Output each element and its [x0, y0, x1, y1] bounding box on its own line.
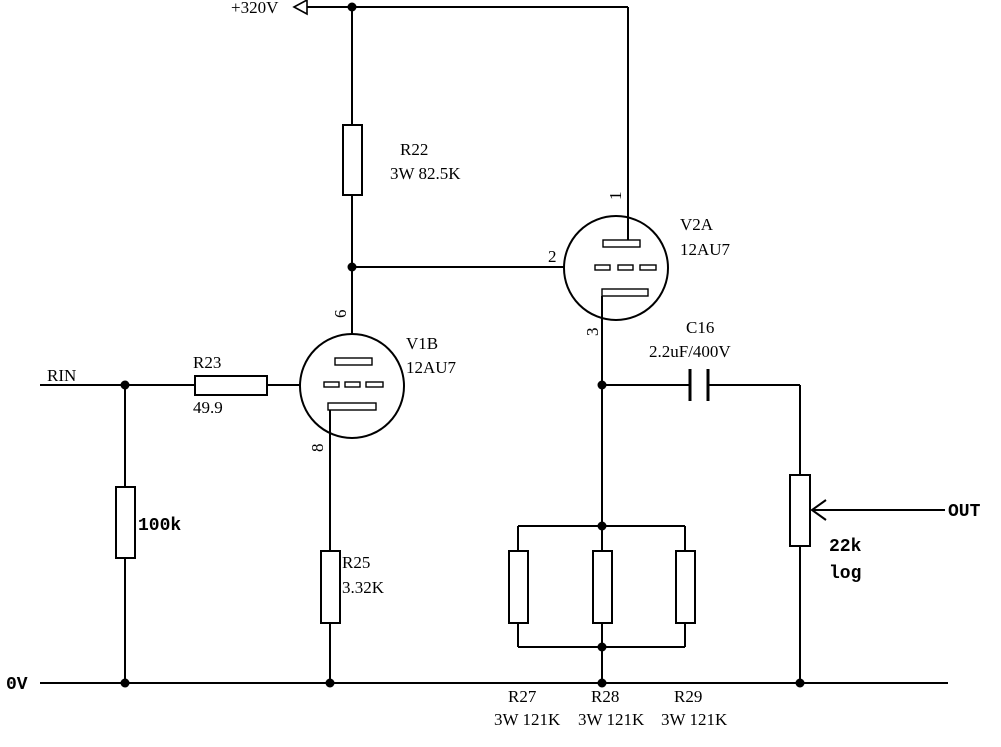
junction-dot [597, 380, 607, 390]
pot-value: 22k [829, 537, 862, 557]
pot-resistor [789, 474, 811, 547]
pot-taper: log [829, 564, 861, 584]
v1b-pin-cathode: 8 [308, 444, 327, 453]
junction-dot [120, 678, 130, 688]
wires [40, 6, 948, 684]
v1b-pin-plate: 6 [331, 310, 350, 319]
v2a-pin-plate: 1 [606, 192, 625, 201]
junction-dot [347, 262, 357, 272]
r29-ref: R29 [674, 687, 702, 706]
junction-dot [597, 678, 607, 688]
v1b-ref: V1B [406, 334, 438, 353]
ground-label: 0V [6, 675, 28, 695]
r23-ref: R23 [193, 353, 221, 372]
c16-value: 2.2uF/400V [649, 342, 731, 361]
r23-resistor [194, 375, 268, 396]
supply-label: +320V [231, 0, 279, 17]
junction-dot [347, 2, 357, 12]
r28-ref: R28 [591, 687, 619, 706]
r25-value: 3.32K [342, 578, 385, 597]
input-resistor-value: 100k [138, 516, 181, 536]
v2a-tube [563, 215, 669, 321]
v2a-ref: V2A [680, 215, 714, 234]
input-label: RIN [47, 366, 76, 385]
r22-ref: R22 [400, 140, 428, 159]
supply-arrow-icon [292, 0, 308, 16]
c16-ref: C16 [686, 318, 714, 337]
v2a-type: 12AU7 [680, 240, 731, 259]
r28-value: 3W 121K [578, 710, 645, 729]
junction-dot [597, 521, 607, 531]
r23-value: 49.9 [193, 398, 223, 417]
c16-capacitor [688, 369, 710, 401]
r27-value: 3W 121K [494, 710, 561, 729]
junction-dot [597, 642, 607, 652]
output-label: OUT [948, 502, 981, 522]
v2a-pin-grid: 2 [548, 247, 557, 266]
junction-dot [120, 380, 130, 390]
junction-dot [325, 678, 335, 688]
r22-value: 3W 82.5K [390, 164, 461, 183]
r28-resistor [592, 550, 613, 624]
r27-resistor [508, 550, 529, 624]
junction-dot [795, 678, 805, 688]
r25-ref: R25 [342, 553, 370, 572]
r27-ref: R27 [508, 687, 537, 706]
r25-resistor [320, 550, 341, 624]
input-resistor [115, 486, 136, 559]
r29-value: 3W 121K [661, 710, 728, 729]
v1b-tube [299, 333, 405, 439]
v1b-type: 12AU7 [406, 358, 457, 377]
r22-resistor [342, 124, 363, 196]
r29-resistor [675, 550, 696, 624]
v2a-pin-cathode: 3 [583, 328, 602, 337]
junctions [120, 2, 805, 688]
pot-wiper-arrow-icon [810, 499, 827, 521]
